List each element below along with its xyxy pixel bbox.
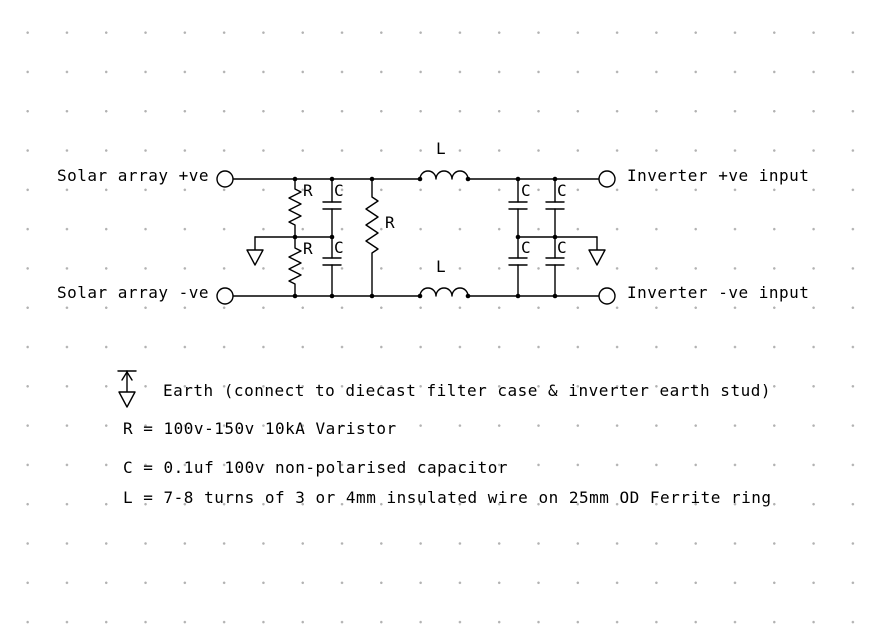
label-cap-right2-bottom: C bbox=[557, 238, 567, 257]
capacitor-right1-bottom bbox=[508, 236, 528, 297]
legend-resistor-note: R = 100v-150v 10kA Varistor bbox=[123, 419, 397, 438]
junction-dots bbox=[292, 176, 558, 299]
label-cap-left-top: C bbox=[334, 181, 344, 200]
varistor-top-left bbox=[288, 178, 302, 238]
label-inductor-top: L bbox=[436, 139, 446, 158]
label-solar-array-neg: Solar array -ve bbox=[57, 283, 209, 302]
capacitor-right1-top bbox=[508, 178, 528, 238]
earth-symbol-legend bbox=[117, 370, 137, 408]
terminal-solar-pos bbox=[216, 170, 234, 188]
terminal-inverter-neg bbox=[598, 287, 616, 305]
capacitor-right2-top bbox=[545, 178, 565, 238]
label-inverter-neg: Inverter -ve input bbox=[627, 283, 809, 302]
label-solar-array-pos: Solar array +ve bbox=[57, 166, 209, 185]
legend-earth-note: Earth (connect to diecast filter case & … bbox=[163, 381, 771, 400]
legend-inductor-note: L = 7-8 turns of 3 or 4mm insulated wire… bbox=[123, 488, 772, 507]
capacitor-left-bottom bbox=[322, 236, 342, 297]
earth-symbol-left bbox=[246, 236, 264, 266]
label-cap-right1-top: C bbox=[521, 181, 531, 200]
capacitor-right2-bottom bbox=[545, 236, 565, 297]
terminal-solar-neg bbox=[216, 287, 234, 305]
earth-symbol-right bbox=[588, 236, 606, 266]
label-varistor-top-left: R bbox=[303, 181, 313, 200]
legend-capacitor-note: C = 0.1uf 100v non-polarised capacitor bbox=[123, 458, 508, 477]
label-varistor-bottom-left: R bbox=[303, 239, 313, 258]
label-inverter-pos: Inverter +ve input bbox=[627, 166, 809, 185]
inductor-top bbox=[419, 170, 469, 180]
label-inductor-bottom: L bbox=[436, 257, 446, 276]
varistor-middle bbox=[365, 178, 379, 297]
label-varistor-middle: R bbox=[385, 213, 395, 232]
label-cap-left-bottom: C bbox=[334, 238, 344, 257]
inductor-bottom bbox=[419, 287, 469, 297]
capacitor-left-top bbox=[322, 178, 342, 238]
terminal-inverter-pos bbox=[598, 170, 616, 188]
label-cap-right1-bottom: C bbox=[521, 238, 531, 257]
varistor-bottom-left bbox=[288, 236, 302, 297]
label-cap-right2-top: C bbox=[557, 181, 567, 200]
